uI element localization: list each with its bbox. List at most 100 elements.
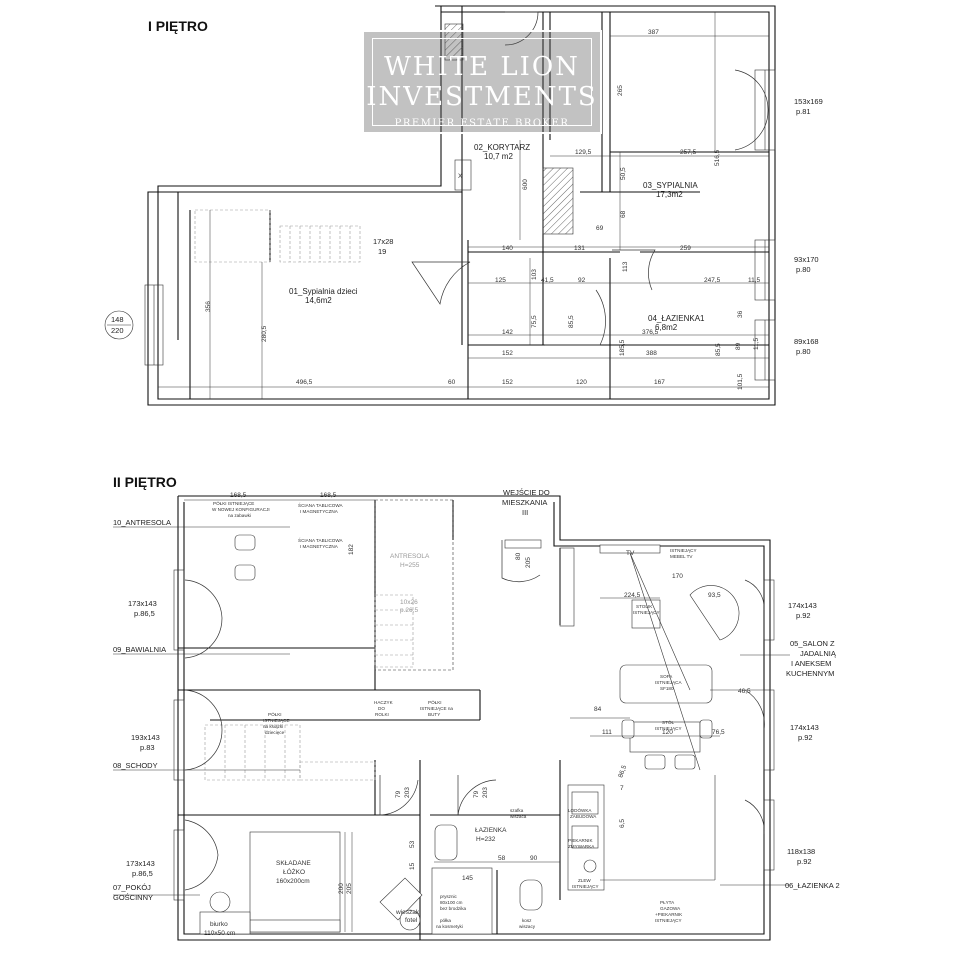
room-name-korytarz: 02_KORYTARZ [474, 143, 530, 152]
kitchen-note: PIEKARNIK [568, 838, 593, 843]
svg-text:11,5: 11,5 [748, 277, 761, 284]
first-floor-title: I PIĘTRO [148, 18, 208, 34]
kitchen-note: ISTNIEJĄCY [655, 918, 682, 923]
note: W NOWEJ KONFIGURACJI [212, 507, 270, 512]
svg-text:140: 140 [502, 245, 513, 252]
window-label: 173x143 [128, 599, 157, 608]
second-floor-furniture [199, 534, 740, 935]
note: dziecięce [265, 730, 285, 735]
svg-text:387: 387 [648, 29, 659, 36]
window-label: 153x169 [794, 97, 823, 106]
svg-text:205: 205 [346, 883, 353, 894]
svg-text:185,5: 185,5 [619, 339, 626, 356]
room-label-salon: KUCHENNYM [786, 669, 834, 678]
kitchen-note: GAZOWA [660, 906, 681, 911]
table-note: ISTNIEJĄCY [655, 726, 682, 731]
sofa-note: ISTNIEJĄCA [655, 680, 682, 685]
note: I MAGNETYCZNA [300, 544, 339, 549]
svg-text:89: 89 [735, 342, 742, 350]
kitchen-note: ISTNIEJĄCY [572, 884, 599, 889]
note: PÓŁKI [428, 699, 442, 705]
svg-text:182: 182 [348, 544, 355, 555]
skylight-sill-label: 19 [378, 247, 386, 256]
chair [234, 564, 256, 581]
note: na zabawki [228, 513, 251, 518]
window-sill-label: p.86,5 [134, 609, 155, 618]
svg-text:84: 84 [594, 706, 602, 713]
second-floor-plan: 10_ANTRESOLA 09_BAWIALNIA 08_SCHODY 07_P… [113, 488, 840, 941]
window-sill-label: p.83 [140, 743, 155, 752]
room-label-lazienka2: 06_ŁAZIENKA 2 [785, 881, 840, 890]
second-floor-windows [173, 569, 775, 901]
first-floor-plan: X [104, 5, 823, 406]
window-sill-label: 220 [111, 326, 124, 335]
window-sill-label: p.92 [796, 611, 811, 620]
bathroom-note: kosz [522, 918, 532, 923]
kitchen-note: LODÓWKA [568, 807, 592, 813]
note: PÓŁKI [268, 711, 282, 717]
chair [621, 719, 635, 739]
room-label-salon: I ANEKSEM [791, 659, 831, 668]
svg-text:496,5: 496,5 [296, 379, 313, 386]
desk [199, 911, 251, 935]
bed-label: SKŁADANE [276, 860, 311, 867]
white-lion-logo: WHITE LION INVESTMENTS PREMIER ESTATE BR… [362, 30, 602, 134]
bathroom-label: ŁAZIENKA [475, 827, 507, 834]
coffee-table [631, 599, 661, 629]
note: na książki [263, 724, 283, 729]
room-name-sypialnia-dzieci: 01_Sypialnia dzieci [289, 287, 358, 296]
room-area-korytarz: 10,7 m2 [484, 152, 513, 161]
door-swing [411, 261, 471, 305]
coat-rack-label: wieszak [395, 909, 420, 916]
bathroom-note: wiszaca [510, 814, 527, 819]
armchair [379, 877, 423, 921]
svg-text:11,5: 11,5 [753, 337, 760, 350]
note: ISTNIEJĄCE [263, 718, 290, 723]
svg-text:516,5: 516,5 [714, 149, 721, 166]
svg-text:120: 120 [576, 379, 587, 386]
window-sill-label: p.92 [798, 733, 813, 742]
svg-text:15: 15 [409, 862, 416, 870]
svg-text:376,5: 376,5 [642, 329, 659, 336]
bathroom-note: na kosmetyki [436, 924, 463, 929]
svg-text:247,5: 247,5 [704, 277, 721, 284]
svg-text:170: 170 [672, 573, 683, 580]
chair [674, 754, 696, 770]
chair [234, 534, 256, 551]
armchair [689, 585, 740, 641]
tv-note: ISTNIEJĄCY [670, 548, 697, 553]
window-label: 148 [111, 315, 124, 324]
svg-text:280,5: 280,5 [261, 325, 268, 342]
room-label-bawialnia: 09_BAWIALNIA [113, 645, 166, 654]
room-label-schody: 08_SCHODY [113, 761, 158, 770]
svg-text:142: 142 [502, 329, 513, 336]
room-label-goscinny: GOŚCINNY [113, 893, 153, 902]
window-label: 93x170 [794, 255, 819, 264]
svg-text:60: 60 [448, 379, 456, 386]
entrance-label: III [522, 508, 528, 517]
kitchen-note: +PIEKARNIK [655, 912, 683, 917]
svg-text:93,5: 93,5 [708, 592, 721, 599]
room-name-sypialnia: 03_SYPIALNIA [643, 181, 698, 190]
svg-text:356: 356 [205, 301, 212, 312]
entrance-label: MIESZKANIA [502, 498, 547, 507]
desk-label: biurko [210, 921, 228, 928]
entrance-label: WEJŚCIE DO [503, 488, 550, 497]
bathroom-height: H=232 [476, 836, 496, 843]
svg-text:85,5: 85,5 [715, 343, 722, 356]
svg-text:145: 145 [462, 875, 473, 882]
svg-text:79: 79 [473, 790, 480, 798]
window-sill-label: p.92 [797, 857, 812, 866]
toilet [519, 879, 543, 911]
tv-label: TV [626, 550, 635, 557]
second-floor-dimensions: 168,5 168,5 182 80 205 79 203 79 203 224… [230, 492, 751, 894]
svg-text:50,5: 50,5 [620, 167, 627, 180]
note: ISTNIEJĄCE na [420, 706, 453, 711]
svg-text:36: 36 [737, 310, 744, 318]
room-label-antresola: 10_ANTRESOLA [113, 518, 171, 527]
skylight-label: 17x28 [373, 237, 393, 246]
first-floor-windows [144, 69, 776, 381]
bed-label: ŁÓŻKO [283, 867, 305, 876]
svg-text:113: 113 [622, 261, 629, 272]
svg-text:168,5: 168,5 [230, 492, 247, 499]
